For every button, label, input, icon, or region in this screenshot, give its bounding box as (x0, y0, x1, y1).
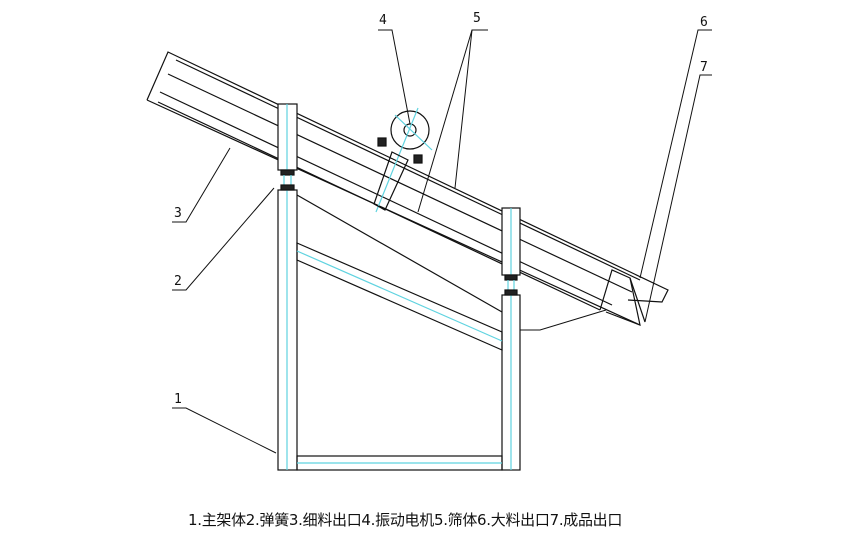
legend-caption: 1.主架体2.弹簧3.细料出口4.振动电机5.筛体6.大料出口7.成品出口 (188, 511, 623, 529)
label-6: 6 (700, 15, 708, 30)
leader-lines (172, 29, 712, 454)
label-5: 5 (473, 11, 481, 26)
springs (280, 169, 518, 296)
label-3: 3 (174, 206, 182, 221)
vibration-motor (373, 107, 433, 213)
label-4: 4 (379, 13, 387, 28)
main-frame (277, 103, 521, 471)
label-7: 7 (700, 60, 708, 75)
label-2: 2 (174, 274, 182, 289)
screen-body (146, 51, 669, 326)
label-1: 1 (174, 392, 182, 407)
